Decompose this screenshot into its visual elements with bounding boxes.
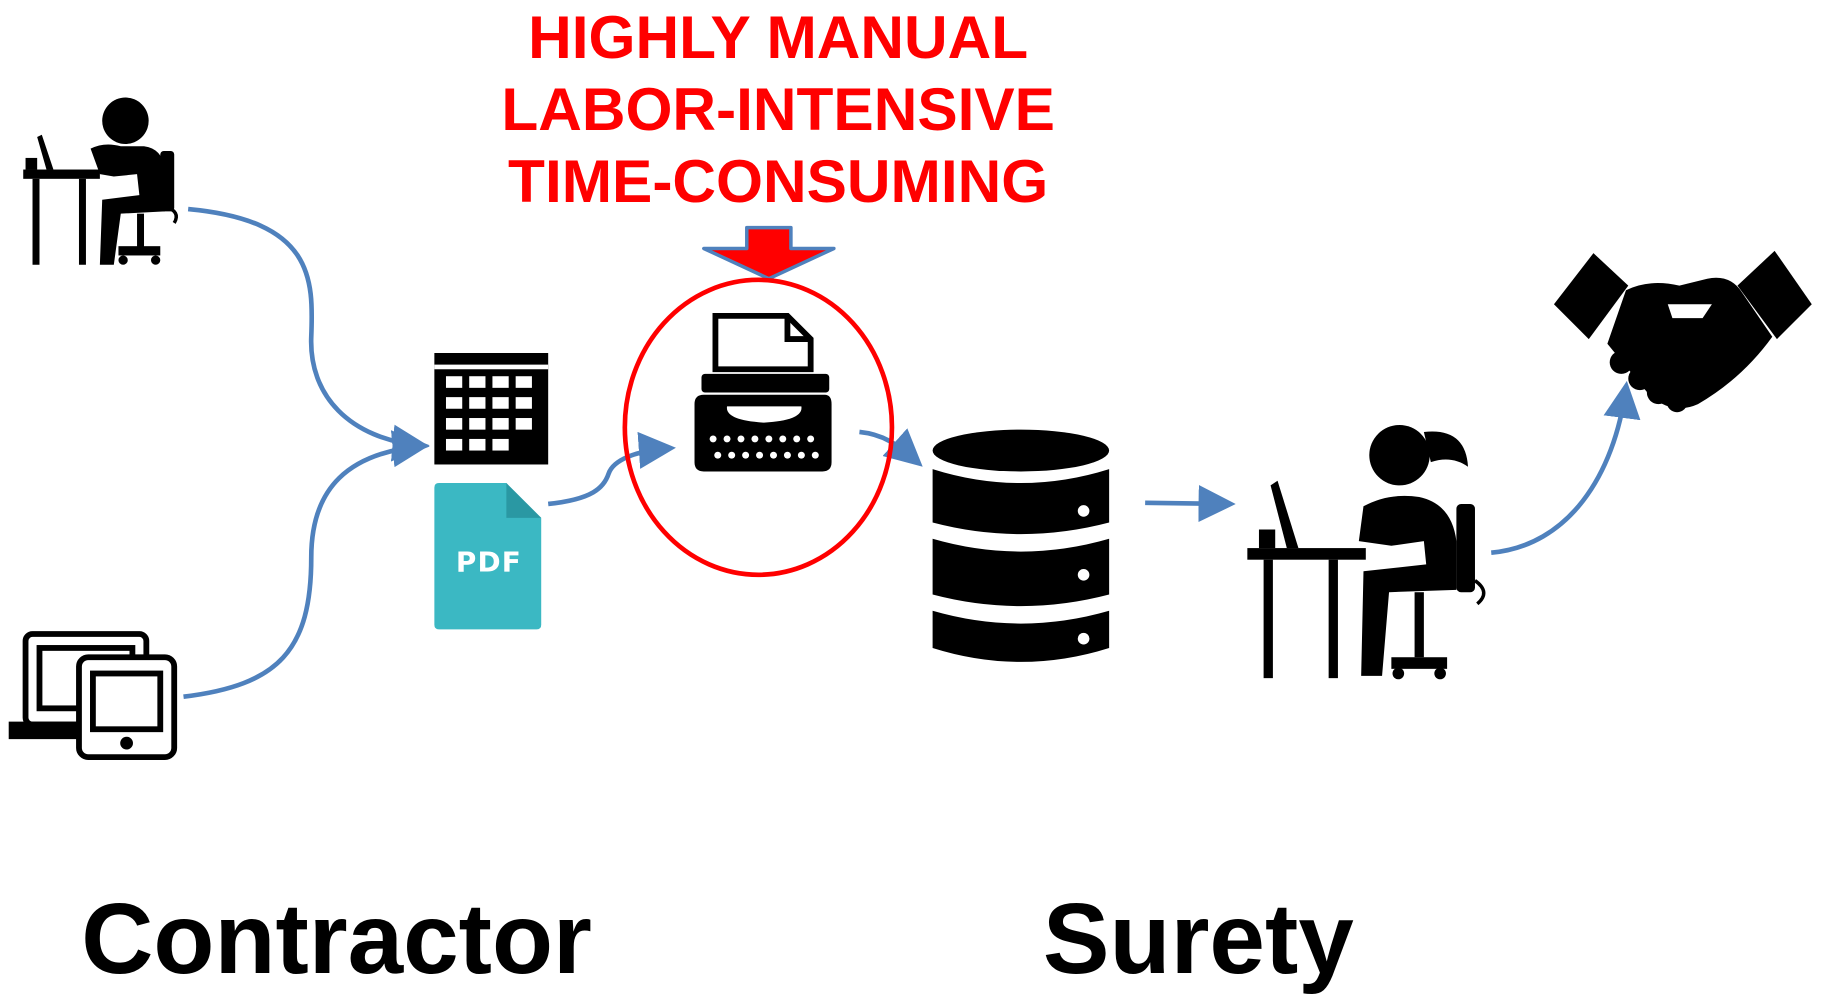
connector-arrows: [183, 206, 1641, 700]
warning-line-labor-intensive: LABOR-INTENSIVE: [501, 76, 1055, 144]
handshake-icon: [1553, 250, 1812, 413]
typewriter-icon: [694, 312, 832, 472]
arrow-database-to-surety: [1145, 484, 1236, 523]
database-icon: [932, 429, 1110, 662]
laptop-tablet-devices-icon: [8, 631, 178, 761]
surety-person-at-desk-icon: [1247, 424, 1486, 680]
arrow-surety-to-handshake: [1491, 380, 1641, 556]
warning-text: HIGHLY MANUAL LABOR-INTENSIVE TIME-CONSU…: [406, 2, 1149, 218]
highlight-ellipse: [622, 277, 895, 578]
surety-label: Surety: [1042, 883, 1354, 996]
arrow-contractor-to-documents: [187, 206, 430, 462]
spreadsheet-icon: [434, 353, 549, 465]
down-arrow-icon: [702, 225, 836, 281]
warning-line-time-consuming: TIME-CONSUMING: [508, 148, 1049, 216]
arrow-pdf-to-typewriter: [547, 431, 676, 507]
warning-line-highly-manual: HIGHLY MANUAL: [528, 4, 1029, 72]
contractor-person-at-desk-icon: [23, 97, 178, 265]
arrow-devices-to-documents: [183, 430, 430, 700]
contractor-label: Contractor: [81, 883, 592, 996]
pdf-file-label: PDF: [455, 545, 522, 579]
